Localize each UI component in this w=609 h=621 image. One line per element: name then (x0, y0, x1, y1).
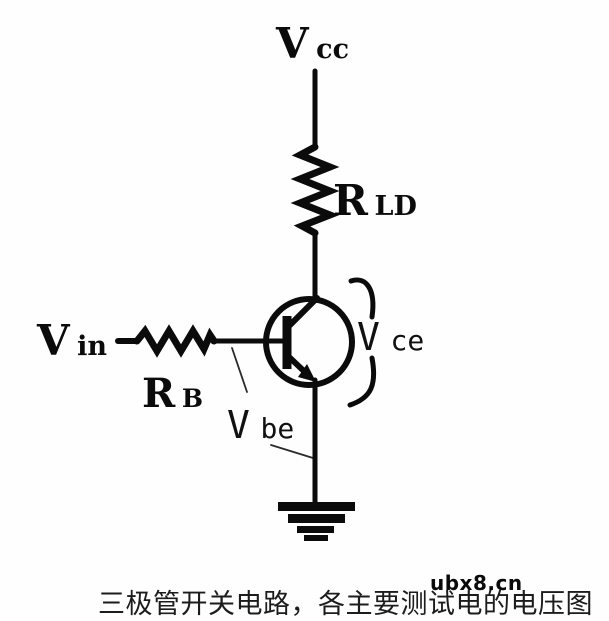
rb-label-main: R (142, 370, 176, 417)
vin-label-main: V (36, 316, 71, 365)
rld-label-main: R (333, 176, 369, 225)
resistor-rb (133, 324, 218, 358)
rb-label-sub: B (182, 384, 203, 413)
rb-label: R B (142, 370, 203, 417)
vin-label: V in (36, 316, 107, 365)
vbe-label: V be (227, 403, 294, 447)
vce-label: V ce (357, 315, 424, 359)
ground-bar-3 (297, 526, 334, 533)
vbe-leader-emitter (270, 444, 314, 459)
vcc-label: V cc (275, 19, 349, 68)
ground-symbol (278, 502, 355, 541)
site-watermark: ubx8.cn (430, 571, 523, 595)
vce-bracket-bottom (347, 355, 377, 408)
emitter-arrow (298, 364, 316, 382)
ground-bar-2 (288, 514, 345, 523)
vcc-label-sub: cc (316, 34, 349, 65)
vbe-label-main: V (227, 403, 250, 447)
figure-caption: 三极管开关电路，各主要测试电的电压图 (98, 589, 593, 620)
rld-label: R LD (333, 176, 417, 225)
vbe-leader-base (231, 347, 248, 393)
rld-label-sub: LD (374, 191, 416, 222)
resistor-rld (290, 143, 340, 237)
vcc-label-main: V (275, 19, 310, 68)
ground-bar-1 (278, 502, 355, 511)
vce-label-main: V (357, 315, 380, 359)
vce-bracket-top (348, 277, 376, 320)
transistor-collector-lead (285, 295, 320, 330)
vin-label-sub: in (77, 331, 107, 362)
vce-label-sub: ce (391, 324, 425, 357)
vbe-label-sub: be (261, 412, 295, 445)
ground-bar-4 (304, 535, 328, 541)
